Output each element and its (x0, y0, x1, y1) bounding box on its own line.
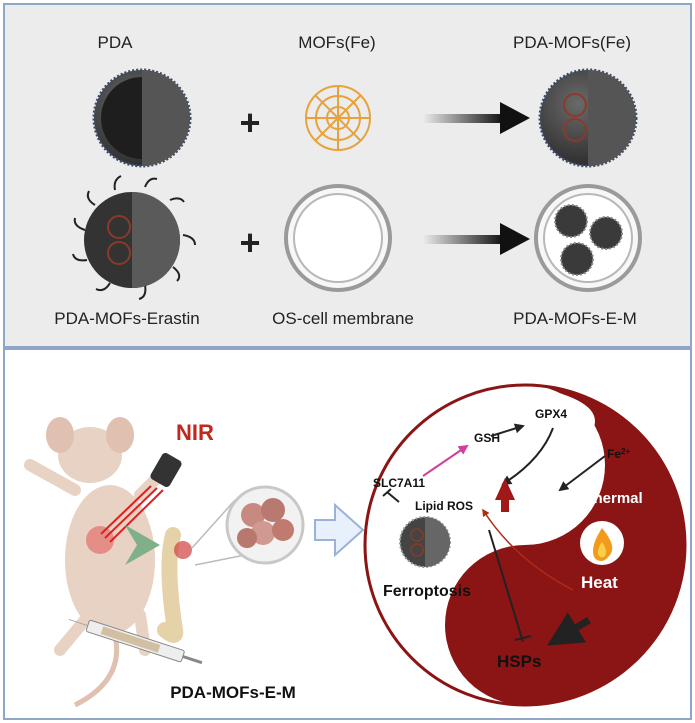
flame-icon (580, 521, 624, 565)
ferroptosis-label: Ferroptosis (383, 583, 471, 600)
photothermal-label: Photothermal (546, 490, 643, 507)
tumor-magnification (191, 485, 305, 566)
pda-label: PDA (97, 33, 133, 52)
mof-cage-icon (305, 85, 371, 151)
cell-membrane-ring (284, 184, 392, 292)
heat-to-hsps-arrow (547, 612, 591, 646)
pda-mofs-label: PDA-MOFs(Fe) (512, 33, 632, 52)
fe-label: Fe2+ (607, 447, 630, 462)
hsps-label: HSPs (497, 652, 541, 671)
ros-inhibit-hsps (488, 529, 532, 643)
nanoparticle-icon (399, 516, 451, 568)
plus-sign: + (239, 102, 260, 143)
slc7a11-label: SLC7A11 (373, 476, 425, 490)
mofs-label: MOFs(Fe) (298, 33, 376, 52)
therapy-panel: NIR PDA-MOFs-E-M (3, 348, 692, 720)
slc7a11-to-gsh-arrow (422, 444, 469, 477)
gsh-to-gpx4-arrow (490, 423, 525, 437)
injection-label: PDA-MOFs-E-M (170, 683, 296, 702)
gsh-label: GSH (474, 431, 500, 445)
bone-illustration (157, 527, 192, 643)
pda-mofs-em-label: PDA-MOFs-E-M (513, 309, 637, 328)
mouse-illustration (24, 417, 176, 708)
arrow-right-icon (314, 502, 365, 558)
reaction-arrow-1 (423, 102, 530, 134)
reaction-arrow-2 (423, 223, 530, 255)
gpx4-inhibit-arrow (501, 427, 554, 486)
os-membrane-label: OS-cell membrane (272, 309, 414, 328)
pda-mofs-sphere (538, 68, 638, 168)
fe-to-ros-arrow (558, 455, 606, 492)
syringe-icon (68, 618, 203, 665)
lipid-ros-label: Lipid ROS (415, 499, 473, 513)
pda-mofs-erastin-sphere (72, 175, 196, 300)
plus-sign-2: + (239, 222, 260, 263)
gpx4-label: GPX4 (535, 407, 567, 421)
chevron-right-icon (125, 525, 160, 565)
synthesis-panel: PDA MOFs(Fe) PDA-MOFs(Fe) PDA-MOFs-Erast… (3, 3, 692, 348)
pda-sphere (92, 68, 192, 168)
therapy-graphics: NIR PDA-MOFs-E-M (24, 383, 687, 708)
synthesis-graphics: + (72, 68, 642, 300)
pda-mofs-em-particle (534, 184, 642, 292)
ros-increase-arrow (495, 478, 515, 512)
slc7a11-inhibit (382, 488, 400, 503)
pda-mofs-erastin-label: PDA-MOFs-Erastin (54, 309, 200, 328)
heat-to-ros-arrow (482, 508, 574, 591)
heat-label: Heat (581, 573, 618, 592)
nir-label: NIR (176, 420, 214, 445)
mechanism-diagram (363, 383, 687, 707)
laser-icon (100, 452, 182, 543)
